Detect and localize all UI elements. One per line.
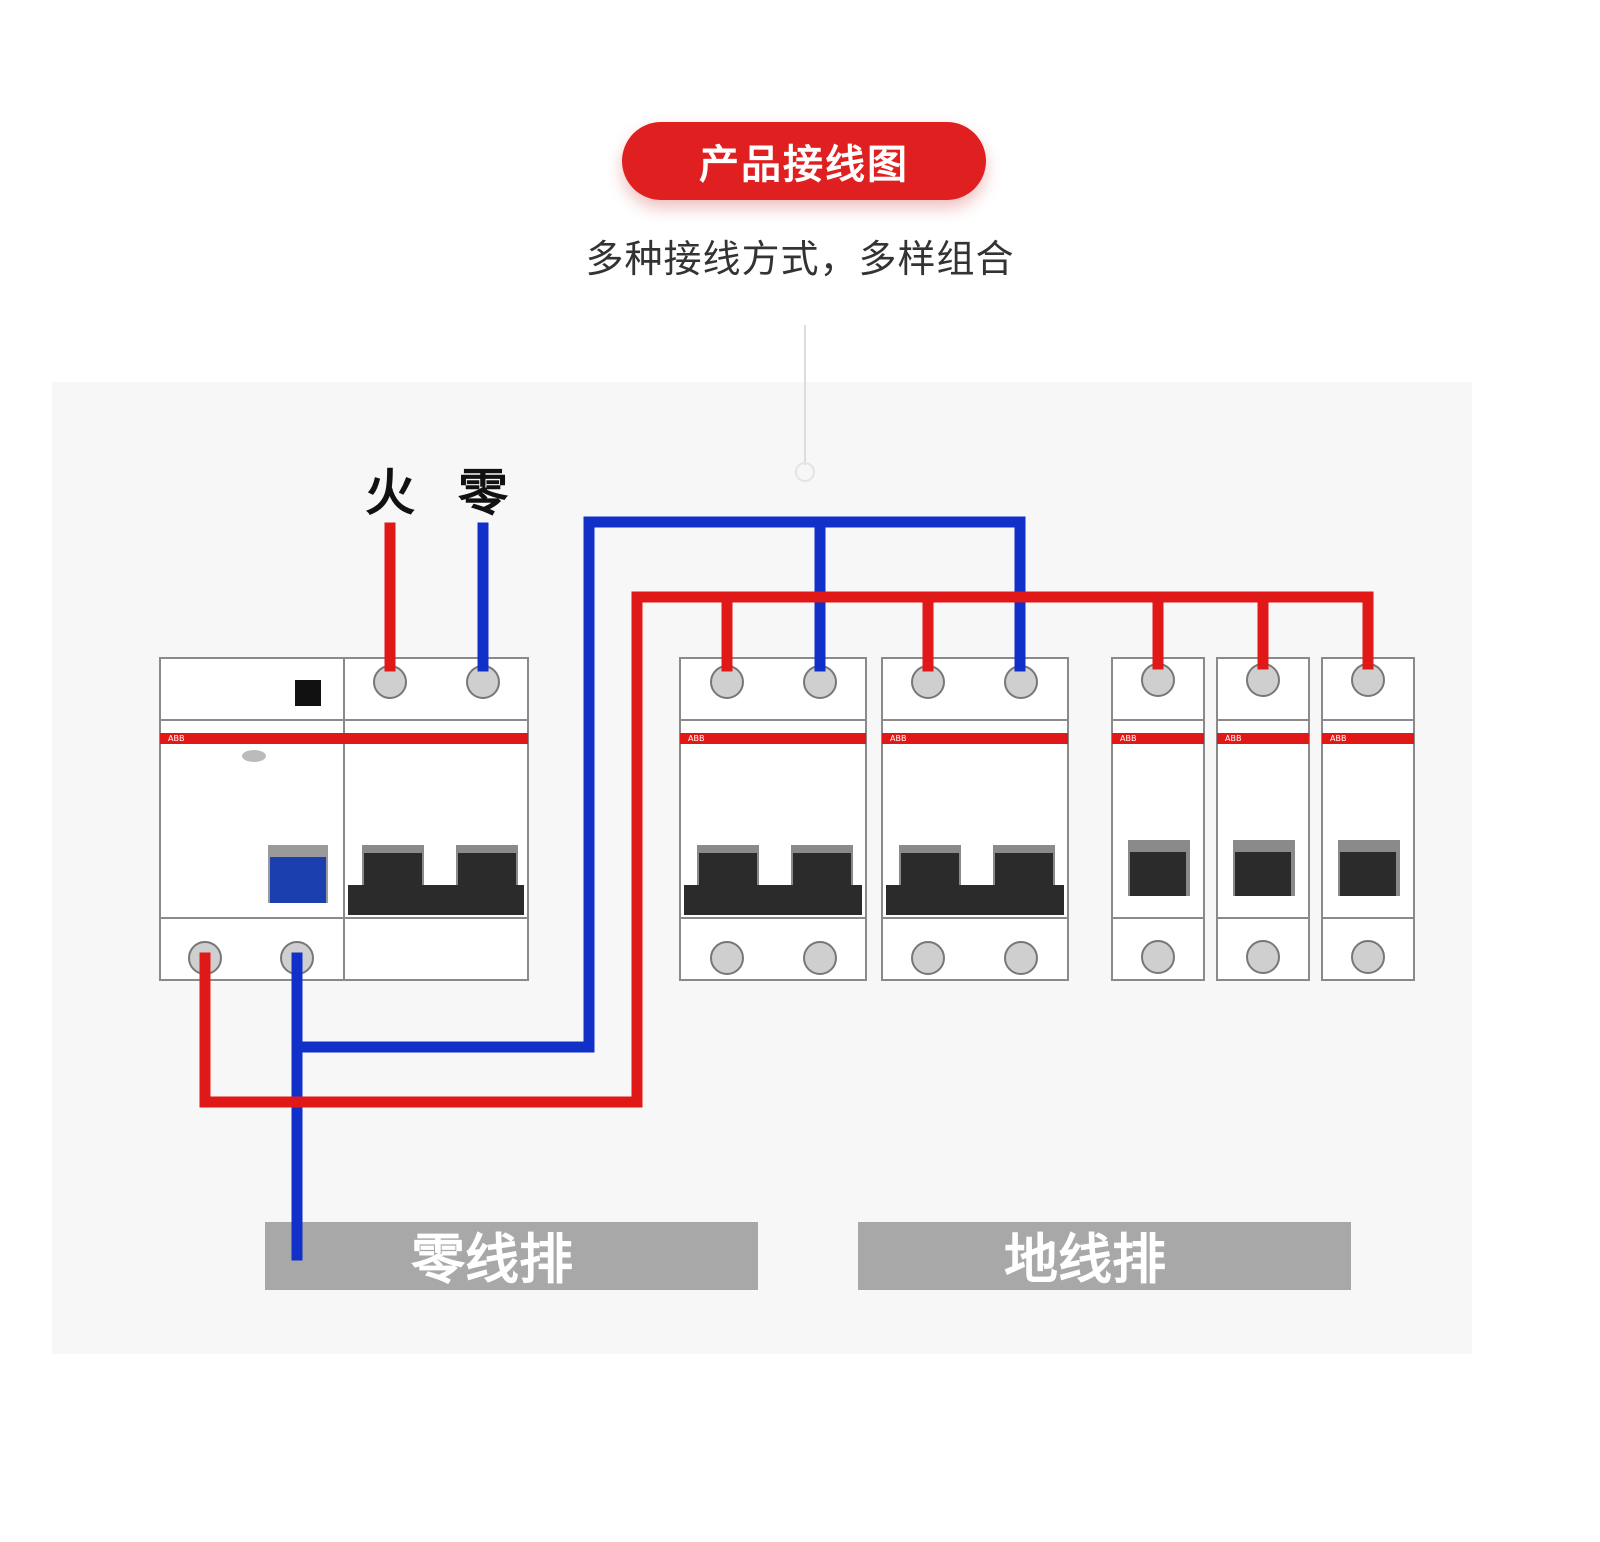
ground-bus-label: 地线排 — [1004, 1228, 1166, 1291]
neutral-distribution-wire — [291, 516, 1026, 1053]
rcbo-handle — [348, 885, 524, 915]
neutral-bus-bar — [265, 1222, 758, 1290]
mcb-1p-a: ABB — [1111, 657, 1205, 981]
svg-text:ABB: ABB — [1225, 734, 1241, 743]
mcb-1p-c: ABB — [1321, 657, 1415, 981]
neutral-bus-label: 零线排 — [411, 1228, 573, 1291]
page-subtitle: 多种接线方式，多样组合 — [585, 237, 1015, 281]
rcbo-red-stripe — [160, 733, 528, 744]
svg-text:ABB: ABB — [688, 734, 704, 743]
mcb-2p-b: ABB — [881, 657, 1069, 981]
rcbo-test-button — [270, 857, 326, 903]
svg-text:ABB: ABB — [890, 734, 906, 743]
rcbo-brand: ABB — [168, 734, 184, 743]
divider-dot — [795, 462, 815, 482]
neutral-input-label: 零 — [458, 464, 509, 522]
rcbo-indicator-square — [295, 680, 321, 706]
mcb-1p-b: ABB — [1216, 657, 1310, 981]
page-title: 产品接线图 — [699, 142, 909, 188]
rcbo-main-breaker: ABB — [159, 657, 529, 981]
svg-text:ABB: ABB — [1120, 734, 1136, 743]
ground-bus-bar — [858, 1222, 1351, 1290]
live-input-label: 火 — [365, 464, 415, 522]
title-pill: 产品接线图 — [622, 122, 986, 200]
mcb-2p-a: ABB — [679, 657, 867, 981]
live-distribution-wire — [199, 591, 1374, 1108]
rcbo-test-icon — [242, 750, 266, 762]
svg-text:ABB: ABB — [1330, 734, 1346, 743]
